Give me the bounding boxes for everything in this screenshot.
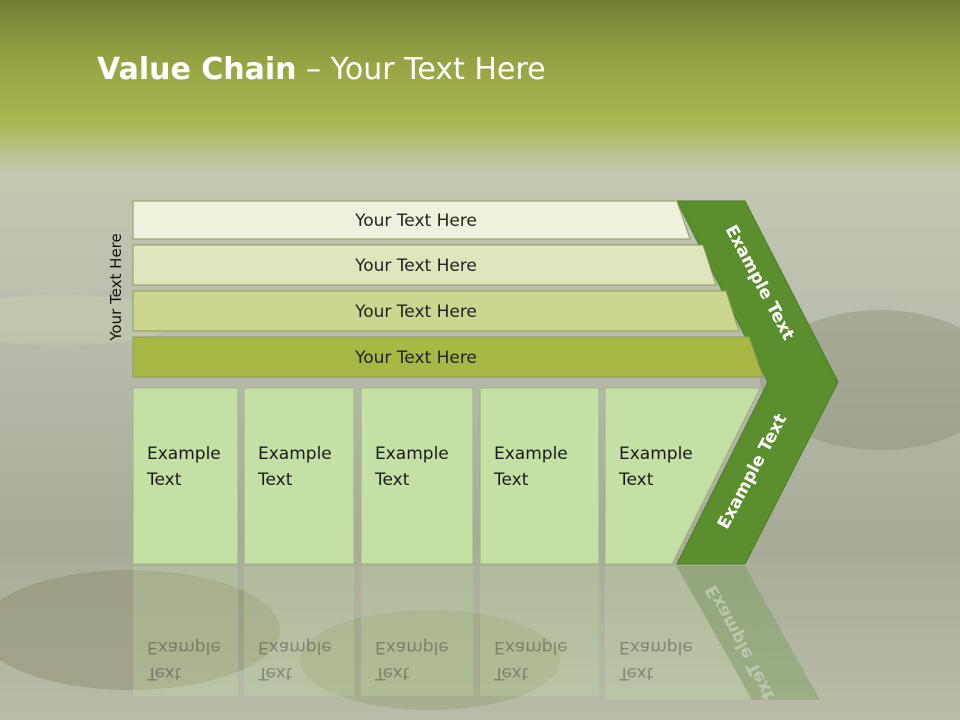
box-label-reflection: Text	[493, 663, 529, 683]
support-row-label: Your Text Here	[354, 211, 477, 231]
box-label-line2: Text	[618, 470, 654, 490]
box-label-reflection: Example	[619, 637, 693, 657]
box-label-reflection: Text	[257, 663, 293, 683]
box-label-line2: Text	[493, 470, 529, 490]
slide-title: Value Chain – Your Text Here	[97, 52, 546, 87]
box-label-reflection: Example	[258, 637, 332, 657]
box-label-reflection: Example	[375, 637, 449, 657]
support-row-label: Your Text Here	[354, 302, 477, 322]
box-reflection	[480, 566, 599, 696]
support-row	[132, 290, 740, 332]
support-row-label: Your Text Here	[354, 256, 477, 276]
primary-box	[479, 387, 600, 565]
reflection-group	[133, 566, 820, 700]
box-label-reflection: Example	[494, 637, 568, 657]
box-label-reflection: Text	[374, 663, 410, 683]
box-label-line1: Example	[494, 444, 568, 464]
box-label-line2: Text	[257, 470, 293, 490]
chevron-reflection	[677, 566, 820, 700]
support-row-label: Your Text Here	[354, 348, 477, 368]
support-row	[132, 336, 764, 378]
primary-box	[360, 387, 474, 565]
box-label-line1: Example	[147, 444, 221, 464]
box-label-line1: Example	[375, 444, 449, 464]
primary-box	[243, 387, 355, 565]
support-row	[132, 244, 717, 286]
box-label-line1: Example	[619, 444, 693, 464]
box-label-line2: Text	[374, 470, 410, 490]
box-reflection	[605, 566, 755, 700]
support-row	[132, 200, 691, 240]
primary-box	[604, 387, 761, 565]
slide-title-rest: – Your Text Here	[296, 52, 546, 87]
box-label-reflection: Text	[146, 663, 182, 683]
box-reflection	[133, 566, 238, 696]
box-reflection	[244, 566, 354, 696]
box-label-line1: Example	[258, 444, 332, 464]
primary-box	[132, 387, 239, 565]
chevron-arrow	[676, 200, 839, 565]
box-label-line2: Text	[146, 470, 182, 490]
box-label-reflection: Text	[618, 663, 654, 683]
box-reflection	[361, 566, 473, 696]
box-label-reflection: Example	[147, 637, 221, 657]
slide-title-bold: Value Chain	[97, 52, 297, 87]
